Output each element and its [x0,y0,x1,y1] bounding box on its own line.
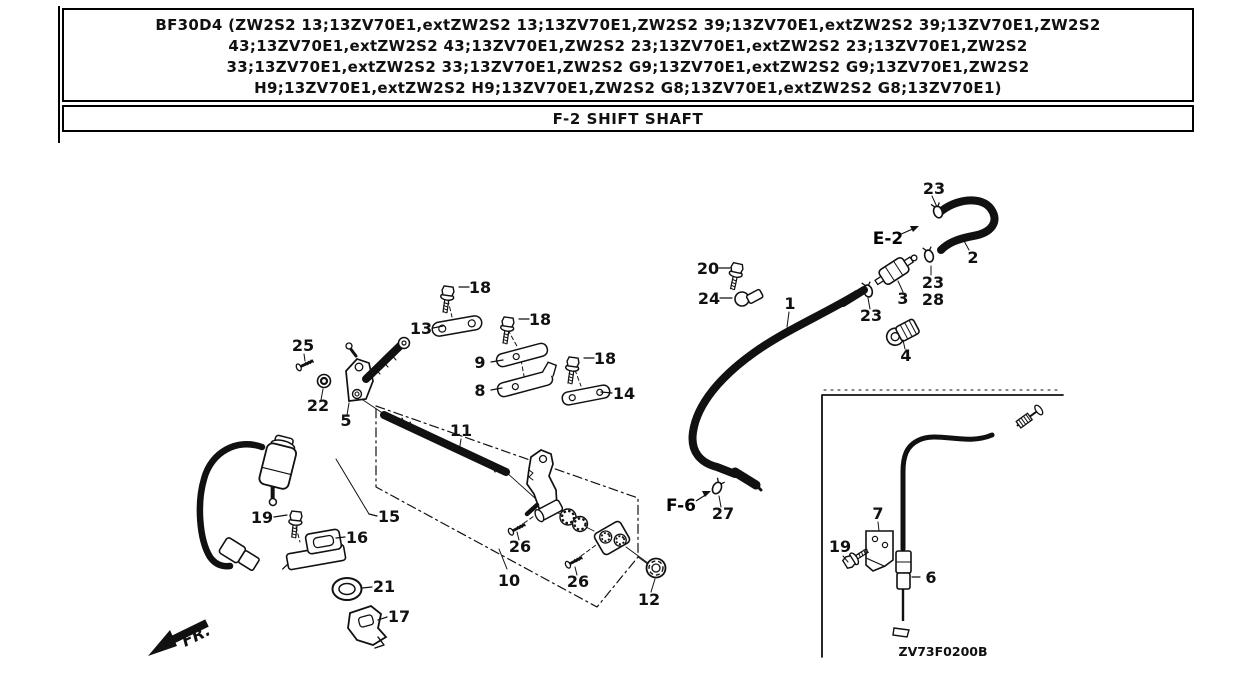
part-callout[interactable]: 14 [613,384,635,403]
stay-plate-art [431,315,483,337]
shift-rod-hose-art [688,286,868,492]
breather-hose-art [935,196,999,254]
part-callout[interactable]: 12 [638,590,660,609]
part-callout[interactable]: 3 [897,289,908,308]
part-callout[interactable]: 23 [922,273,944,292]
part-callout[interactable]: 2 [967,248,978,267]
assembly-dashed-lines [295,299,863,560]
flange-bolt-art [497,315,516,346]
part-callout[interactable]: 26 [509,537,531,556]
section-ref-arrows [695,226,919,502]
part-callout[interactable]: 24 [698,289,720,308]
inset-box [821,394,1064,658]
tube-clamp-art [930,200,946,220]
diagram-code: ZV73F0200B [899,644,988,659]
part-callout[interactable]: 6 [925,568,936,587]
part-callout[interactable]: 25 [292,336,314,355]
section-title-bar: F-2 SHIFT SHAFT [62,105,1194,132]
part-callout[interactable]: 19 [251,508,273,527]
tube-joint-art [874,254,918,286]
part-callout[interactable]: 18 [469,278,491,297]
model-line: 43;13ZV70E1,extZW2S2 43;13ZV70E1,ZW2S2 2… [228,37,1028,55]
part-callout[interactable]: 8 [474,381,485,400]
part-callout[interactable]: 18 [529,310,551,329]
rubber-cushion-art [347,604,388,649]
part-callout[interactable]: 17 [388,607,410,626]
stay-plate-art [561,384,611,406]
part-callout[interactable]: 27 [712,504,734,523]
flange-bolt-art [286,510,304,540]
part-callout[interactable]: 7 [872,504,883,523]
section-ref-f6[interactable]: F-6 [666,496,696,516]
part-callout[interactable]: 1 [784,294,795,313]
inset-cable-art [892,404,1044,638]
front-direction-label: FR. [178,621,213,651]
tube-clamp-art [921,244,936,264]
callout-leader-lines [303,195,970,593]
callout-dash-ticks [273,267,921,621]
shift-bracket-art [524,449,667,579]
shift-shaft-art [380,411,510,476]
model-line: BF30D4 (ZW2S2 13;13ZV70E1,extZW2S2 13;13… [155,16,1101,34]
stay-plate-art [496,361,558,398]
part-callout[interactable]: 13 [410,319,432,338]
part-callout[interactable]: 22 [307,396,329,415]
part-callout[interactable]: 11 [450,421,472,440]
section-ref-e2[interactable]: E-2 [873,229,904,249]
part-callout[interactable]: 23 [860,306,882,325]
section-title: F-2 SHIFT SHAFT [552,110,704,128]
cable-bracket-art [865,530,894,572]
model-applicability-header: BF30D4 (ZW2S2 13;13ZV70E1,extZW2S2 13;13… [62,8,1194,102]
shift-arm-art [345,336,411,402]
part-callout[interactable]: 19 [829,537,851,556]
flange-bolt-art [437,284,456,315]
washer-art [316,373,332,389]
part-callout[interactable]: 23 [923,179,945,198]
part-callout[interactable]: 21 [373,577,395,596]
switch-assembly-art [196,434,297,572]
part-callout[interactable]: 18 [594,349,616,368]
pipe-clamp-art [734,288,764,307]
stay-plate-art [495,342,549,368]
part-callout[interactable]: 20 [697,259,719,278]
part-callout[interactable]: 9 [474,353,485,372]
model-line: 33;13ZV70E1,extZW2S2 33;13ZV70E1,ZW2S2 G… [226,58,1030,76]
grommet-art [331,577,363,601]
part-callout[interactable]: 4 [900,346,911,365]
tube-clamp-art [709,476,726,497]
part-callout[interactable]: 15 [378,507,400,526]
part-callout[interactable]: 10 [498,571,520,590]
part-callout[interactable]: 16 [346,528,368,547]
part-callout[interactable]: 26 [567,572,589,591]
page-frame-edge [58,6,60,143]
flange-bolt-art [725,261,745,292]
part-callout[interactable]: 5 [340,411,351,430]
part-callout[interactable]: 28 [922,290,944,309]
switch-bracket-art [281,528,347,571]
model-line: H9;13ZV70E1,extZW2S2 H9;13ZV70E1,ZW2S2 G… [254,79,1002,97]
subassembly-boundary [375,405,639,608]
tube-connector-art [885,318,920,346]
flange-bolt-art [562,355,581,386]
front-direction-arrow [148,619,209,656]
